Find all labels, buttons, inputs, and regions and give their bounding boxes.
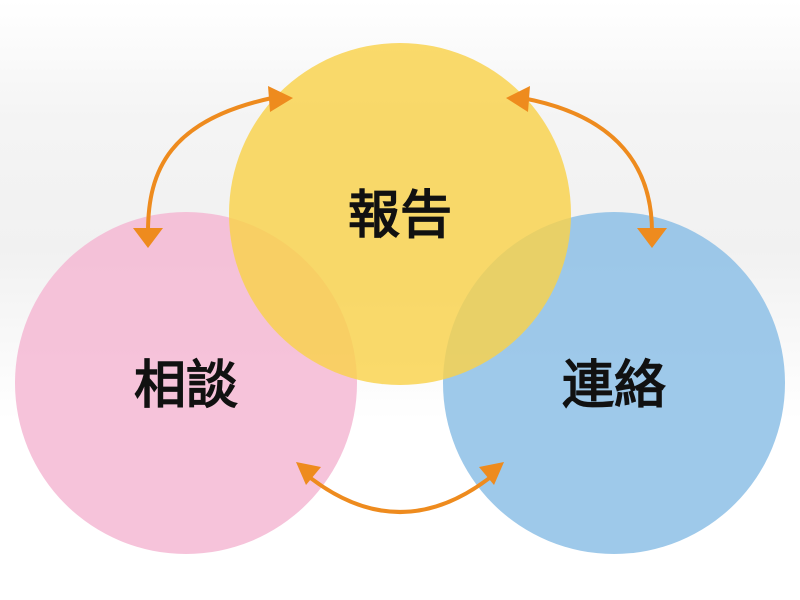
arrowhead-left-top-right [506, 86, 530, 112]
arrow-consult-contact [301, 470, 499, 514]
consult-label: 相談 [134, 356, 238, 416]
arrows-group [146, 96, 654, 514]
arrowhead-bottom-right [479, 462, 504, 485]
arrow-report-contact [520, 96, 654, 234]
arrow-consult-report [146, 96, 274, 234]
arrowheads-group [133, 86, 667, 485]
report-label: 報告 [348, 186, 452, 246]
report-circle [229, 43, 571, 385]
arrowhead-right-top-left [268, 86, 293, 112]
arrowhead-down-right [637, 228, 667, 248]
arrowhead-bottom-left [296, 462, 321, 485]
arrowhead-down-left [133, 228, 163, 248]
contact-label: 連絡 [562, 356, 667, 416]
